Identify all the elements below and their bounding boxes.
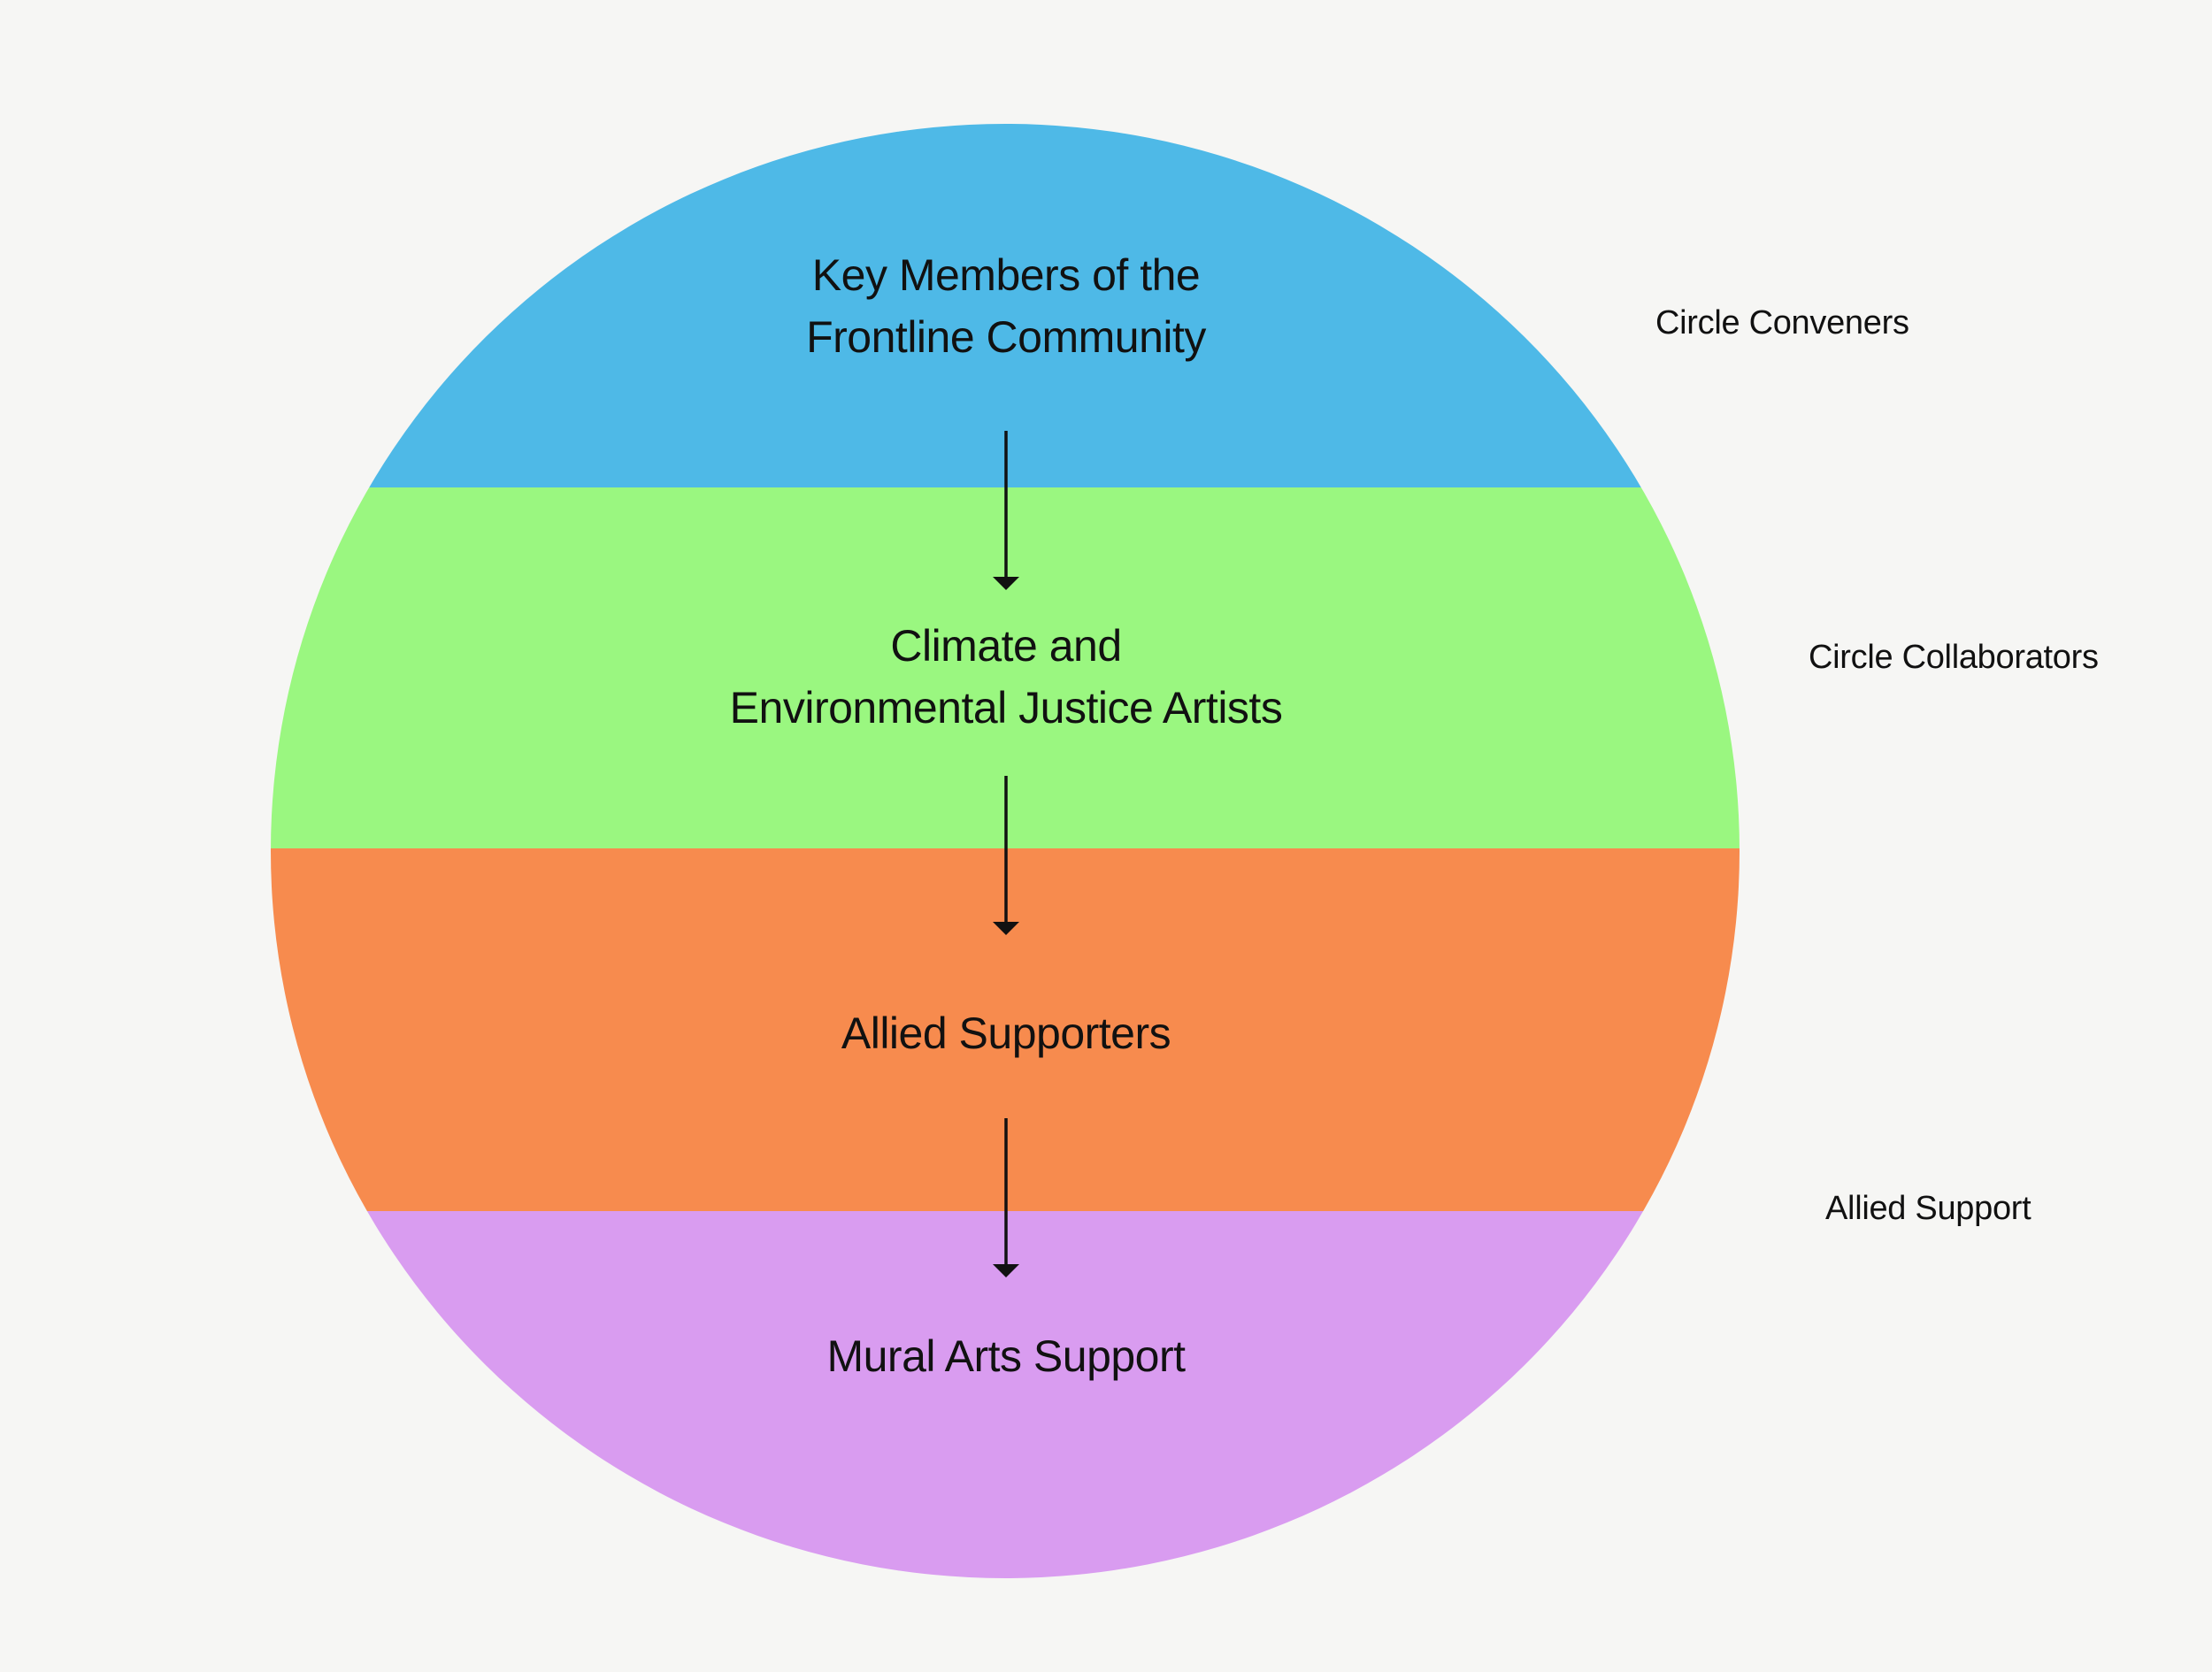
arrow-1-head-icon [993, 577, 1019, 590]
arrow-3 [993, 1118, 1019, 1277]
arrow-2-head-icon [993, 922, 1019, 935]
layer-label-allied-supporters: Allied Supporters [841, 1002, 1171, 1064]
layer-label-line: Key Members of the [811, 250, 1201, 300]
layer-label-line: Climate and [890, 621, 1122, 671]
layer-label-line: Environmental Justice Artists [729, 683, 1283, 732]
band-mural-arts-support [271, 1211, 1740, 1578]
layer-label-mural-arts-support: Mural Arts Support [826, 1325, 1186, 1387]
layer-label-line: Mural Arts Support [826, 1331, 1186, 1381]
side-label-allied-support: Allied Support [1825, 1190, 2032, 1227]
layer-label-line: Allied Supporters [841, 1009, 1171, 1058]
layer-label-frontline-community: Key Members of the Frontline Community [806, 244, 1206, 368]
layer-label-line: Frontline Community [806, 312, 1206, 362]
side-label-circle-conveners: Circle Conveners [1655, 304, 1909, 341]
layer-label-ej-artists: Climate and Environmental Justice Artist… [730, 615, 1283, 739]
arrow-3-head-icon [993, 1264, 1019, 1277]
arrow-1 [993, 431, 1019, 590]
arrow-2 [993, 776, 1019, 935]
side-label-circle-collaborators: Circle Collaborators [1809, 639, 2099, 676]
